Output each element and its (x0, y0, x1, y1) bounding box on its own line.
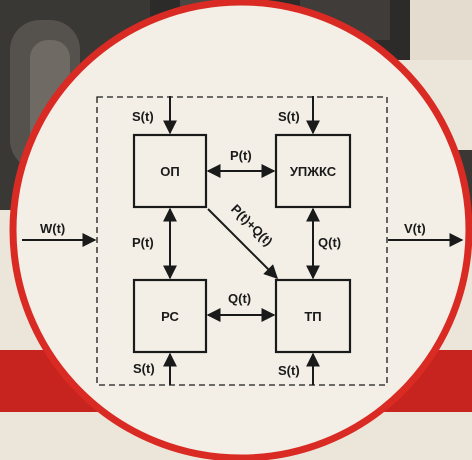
block-rs (132, 278, 208, 354)
block-upzhks-label: УПЖКС (289, 163, 337, 179)
label-s-tp: S(t) (278, 363, 300, 378)
label-q-right: Q(t) (318, 235, 342, 250)
block-tp (274, 278, 352, 354)
system-boundary (96, 96, 388, 386)
arrow-pq-diagonal (207, 208, 278, 279)
label-s-upzhks: S(t) (278, 109, 300, 124)
block-op (132, 133, 208, 209)
label-v-out: V(t) (404, 221, 426, 236)
label-s-op: S(t) (132, 109, 154, 124)
block-upzhks (274, 133, 352, 209)
label-p-top: P(t) (230, 148, 252, 163)
label-p-left: P(t) (132, 235, 154, 250)
block-op-label: ОП (160, 163, 180, 179)
label-q-bottom: Q(t) (228, 291, 252, 306)
label-s-rs: S(t) (133, 361, 155, 376)
diagram-circle (9, 0, 472, 460)
block-tp-label: ТП (304, 308, 322, 324)
block-rs-label: РС (161, 308, 179, 324)
label-w-in: W(t) (40, 221, 66, 236)
